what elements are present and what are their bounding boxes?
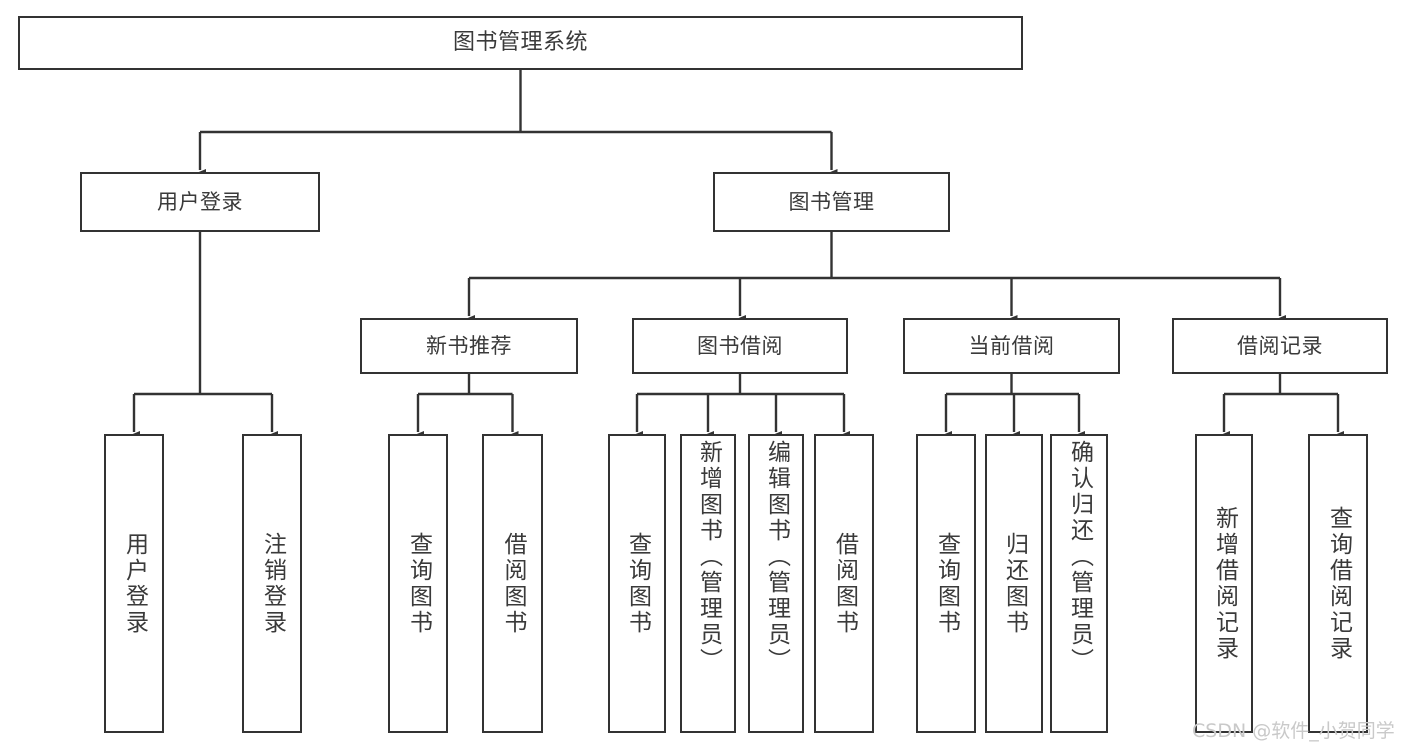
node-leaf-10[interactable]: 归还图书	[985, 434, 1043, 733]
node-label: 查询图书	[405, 531, 432, 636]
node-user-login[interactable]: 用户登录	[80, 172, 320, 232]
node-label: 新增图书（管理员）	[695, 440, 722, 674]
node-leaf-4[interactable]: 借阅图书	[482, 434, 543, 733]
node-current[interactable]: 当前借阅	[903, 318, 1120, 374]
node-label: 图书管理系统	[452, 30, 588, 56]
node-root[interactable]: 图书管理系统	[18, 16, 1023, 70]
node-book-mgmt[interactable]: 图书管理	[713, 172, 950, 232]
node-leaf-3[interactable]: 查询图书	[388, 434, 448, 733]
node-label: 借阅图书	[831, 531, 858, 636]
node-label: 用户登录	[157, 189, 243, 214]
node-leaf-12[interactable]: 新增借阅记录	[1195, 434, 1253, 733]
node-leaf-6[interactable]: 新增图书（管理员）	[680, 434, 736, 733]
node-label: 借阅图书	[500, 531, 526, 636]
node-label: 图书借阅	[697, 333, 783, 358]
node-label: 查询图书	[624, 531, 651, 636]
node-label: 注销登录	[259, 531, 286, 636]
node-leaf-11[interactable]: 确认归还（管理员）	[1050, 434, 1108, 733]
node-label: 新增借阅记录	[1211, 505, 1238, 662]
node-leaf-7[interactable]: 编辑图书（管理员）	[748, 434, 804, 733]
node-label: 归还图书	[1001, 531, 1028, 636]
node-label: 当前借阅	[968, 333, 1055, 358]
node-borrow[interactable]: 图书借阅	[632, 318, 848, 374]
node-label: 查询借阅记录	[1325, 505, 1352, 662]
node-leaf-1[interactable]: 用户登录	[104, 434, 164, 733]
node-leaf-13[interactable]: 查询借阅记录	[1308, 434, 1368, 733]
node-label: 借阅记录	[1237, 333, 1323, 358]
node-leaf-9[interactable]: 查询图书	[916, 434, 976, 733]
node-label: 编辑图书（管理员）	[763, 440, 790, 674]
node-label: 新书推荐	[426, 333, 512, 358]
node-new-rec[interactable]: 新书推荐	[360, 318, 578, 374]
node-label: 确认归还（管理员）	[1066, 440, 1093, 674]
node-records[interactable]: 借阅记录	[1172, 318, 1388, 374]
node-leaf-5[interactable]: 查询图书	[608, 434, 666, 733]
edge-paths	[128, 70, 1344, 441]
node-label: 图书管理	[788, 189, 875, 214]
node-label: 查询图书	[933, 531, 960, 636]
node-leaf-8[interactable]: 借阅图书	[814, 434, 874, 733]
node-label: 用户登录	[121, 531, 148, 636]
node-leaf-2[interactable]: 注销登录	[242, 434, 302, 733]
watermark-text: CSDN @软件_小贺同学	[1192, 720, 1395, 742]
